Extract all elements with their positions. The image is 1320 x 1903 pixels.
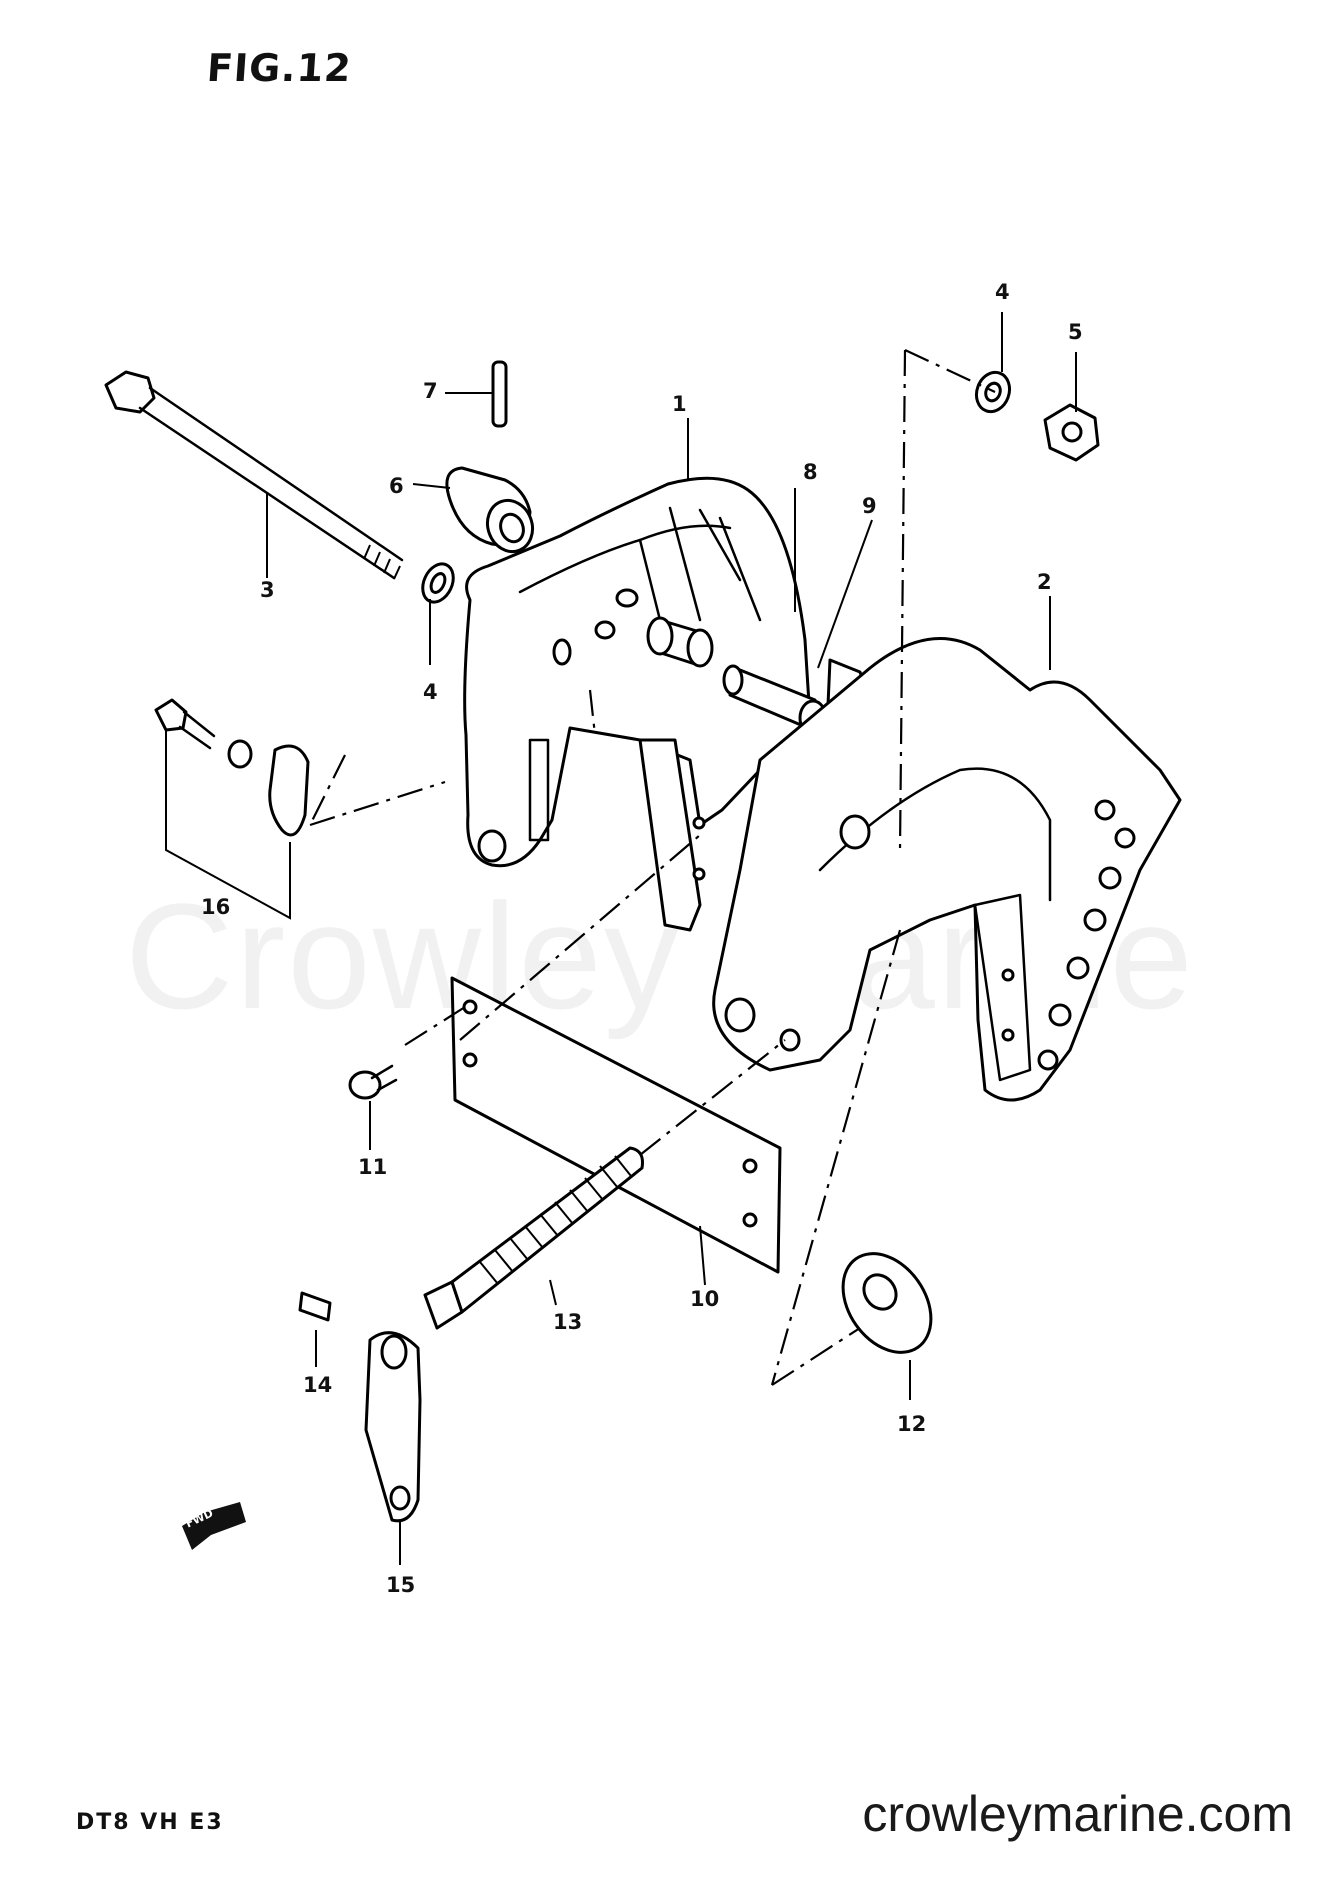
part-13-clamp-screw	[423, 1146, 644, 1330]
center-lines	[309, 349, 996, 1386]
part-15-handle	[364, 1331, 422, 1523]
part-7-pin	[491, 360, 508, 428]
part-6-bushing	[445, 466, 535, 554]
site-url[interactable]: crowleymarine.com	[862, 1786, 1293, 1842]
part-5-nut	[1043, 403, 1100, 462]
fwd-arrow-icon	[182, 1502, 246, 1550]
callout-8: 8	[803, 460, 818, 484]
part-10-plate	[450, 976, 782, 1274]
leader-lines	[165, 312, 1077, 1565]
callout-9: 9	[862, 494, 877, 518]
callout-10: 10	[690, 1287, 720, 1311]
callout-4-right: 4	[995, 280, 1010, 304]
callout-15: 15	[386, 1573, 416, 1597]
part-11-screw	[348, 1064, 398, 1100]
callout-6: 6	[389, 474, 404, 498]
model-code: DT8 VH E3	[76, 1810, 224, 1835]
callout-4-left: 4	[423, 680, 438, 704]
callout-11: 11	[358, 1155, 388, 1179]
part-12-disc	[841, 1252, 933, 1354]
callout-1: 1	[672, 392, 687, 416]
part-3-bolt	[104, 370, 404, 580]
part-1-clamp-bracket-left	[463, 476, 812, 932]
part-4-washer-left	[421, 562, 455, 604]
callout-3: 3	[260, 578, 275, 602]
part-16-bolt-set	[154, 698, 310, 837]
callout-2: 2	[1037, 570, 1052, 594]
callout-5: 5	[1068, 320, 1083, 344]
figure-title: FIG.12	[205, 46, 354, 90]
callout-14: 14	[303, 1373, 333, 1397]
part-2-clamp-bracket-right	[712, 637, 1182, 1102]
part-14-pin	[298, 1291, 332, 1322]
callout-12: 12	[897, 1412, 927, 1436]
callout-16: 16	[201, 895, 231, 919]
callout-7: 7	[423, 379, 438, 403]
callout-13: 13	[553, 1310, 583, 1334]
part-8-shaft	[646, 616, 714, 668]
